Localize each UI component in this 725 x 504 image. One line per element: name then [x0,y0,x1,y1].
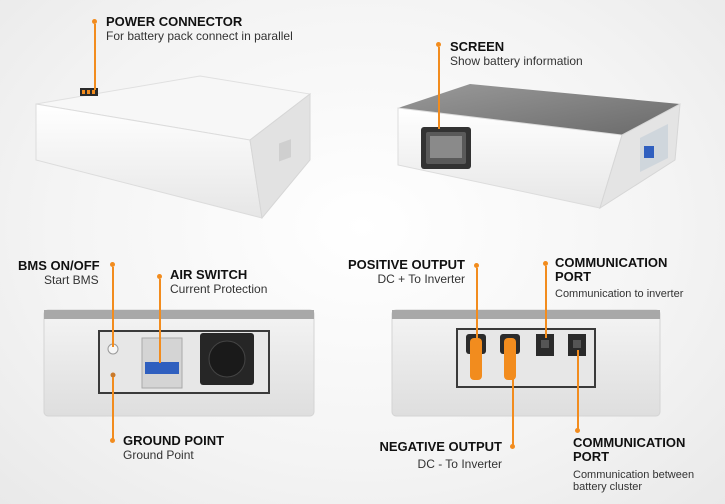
callout-line-screen [438,47,440,129]
callout-dot-ground [110,438,115,443]
callout-dot-air-switch [157,274,162,279]
callout-dot-negative [510,444,515,449]
battery-panel-outputs [391,309,661,417]
power-connector-title: POWER CONNECTOR [106,14,243,29]
negative-output-title: NEGATIVE OUTPUT [379,439,502,454]
callout-dot-power [92,19,97,24]
label-power-connector: POWER CONNECTOR For battery pack connect… [106,14,293,44]
comm-port-bottom-desc-1: Communication between [573,469,695,481]
callout-line-ground [112,377,114,440]
callout-dot-comm-top [543,261,548,266]
comm-port-top-desc: Communication to inverter [555,288,684,300]
positive-output-desc: DC + To Inverter [377,272,465,286]
ground-point-title: GROUND POINT [123,433,225,448]
screen-desc: Show battery information [450,54,583,68]
callout-line-power [94,24,96,90]
callout-line-positive [476,268,478,340]
label-screen: SCREEN Show battery information [450,39,583,69]
bms-desc: Start BMS [44,273,99,287]
callout-dot-comm-bottom [575,428,580,433]
battery-box-top-left [35,75,312,220]
comm-port-bottom-title-1: COMMUNICATION [573,435,686,450]
label-air-switch: AIR SWITCH Current Protection [170,267,268,297]
callout-line-air-switch [159,279,161,363]
ground-point-desc: Ground Point [123,448,194,462]
callout-dot-screen [436,42,441,47]
label-negative-output: NEGATIVE OUTPUT DC - To Inverter [370,439,502,472]
callout-line-negative [512,370,514,446]
positive-output-title: POSITIVE OUTPUT [347,257,465,272]
comm-port-top-title-1: COMMUNICATION [555,255,668,270]
power-connector-desc: For battery pack connect in parallel [106,29,293,43]
callout-line-bms [112,267,114,347]
air-switch-title: AIR SWITCH [170,267,248,282]
callout-line-comm-bottom [577,350,579,430]
callout-dot-positive [474,263,479,268]
label-comm-port-bottom: COMMUNICATION PORT Communication between… [573,435,695,494]
bms-title: BMS ON/OFF [18,258,100,273]
battery-panel-bms [43,309,315,417]
label-comm-port-top: COMMUNICATION PORT Communication to inve… [555,255,684,301]
comm-port-bottom-title-2: PORT [573,449,610,464]
battery-box-top-right [397,84,681,210]
callout-line-comm-top [545,266,547,338]
screen-title: SCREEN [450,39,505,54]
air-switch-desc: Current Protection [170,282,268,296]
negative-output-desc: DC - To Inverter [417,457,502,471]
callout-dot-bms [110,262,115,267]
label-positive-output: POSITIVE OUTPUT DC + To Inverter [335,257,465,287]
comm-port-bottom-desc-2: battery cluster [573,481,643,493]
label-ground-point: GROUND POINT Ground Point [123,433,225,463]
comm-port-top-title-2: PORT [555,269,592,284]
label-bms: BMS ON/OFF Start BMS [18,258,100,288]
